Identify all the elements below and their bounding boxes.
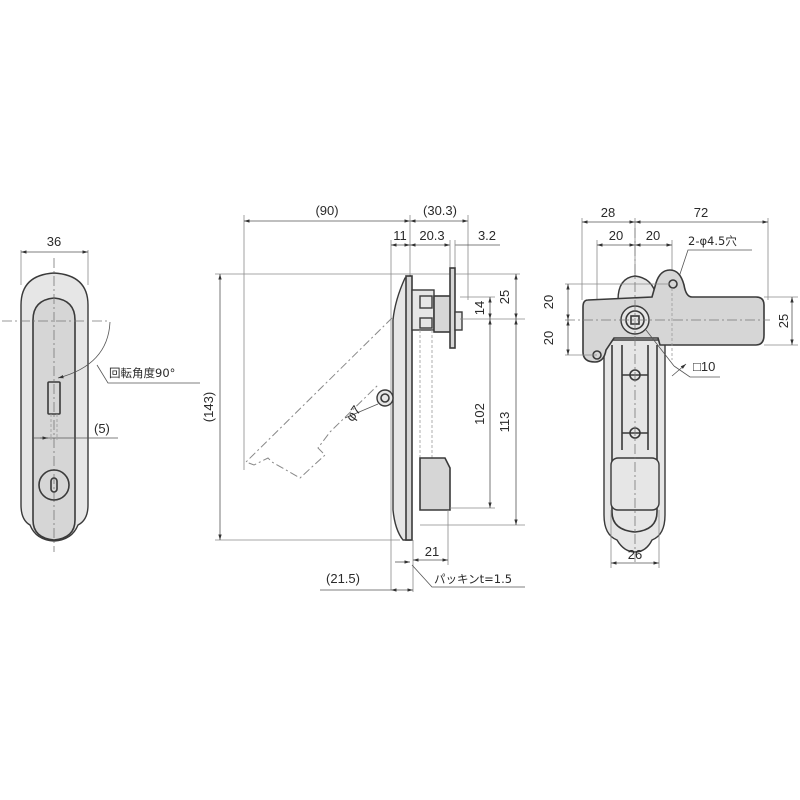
mounting-holes-note: 2-φ4.5穴 [688,234,737,248]
dim-body-inner: 102 [472,403,487,425]
rear-view [565,218,798,568]
front-view [2,250,200,552]
dim-handle-projection: (21.5) [326,571,360,586]
square-shaft-label: □10 [693,359,715,374]
side-view [215,215,525,592]
dim-body-total: 113 [497,412,512,433]
dim-front-width: 36 [47,234,61,249]
rotation-angle-note: 回転角度90° [109,366,175,380]
side-body-bottom [419,457,451,511]
dim-slot-width: (5) [94,421,110,436]
dim-hole-pitch-left: 20 [609,228,623,243]
hinge-pin [376,389,394,407]
front-handle [32,297,76,541]
dim-vert-pitch-bottom: 20 [541,331,556,345]
dim-body-depth: 20.3 [419,228,444,243]
dim-height: (143) [201,392,216,422]
dim-cam-thickness: 3.2 [478,228,496,243]
dim-handle-reach: (90) [315,203,338,218]
dim-total-depth: (30.3) [423,203,457,218]
dim-vert-pitch-top: 20 [541,295,556,309]
dim-bottom-depth: 21 [425,544,439,559]
dim-body-width: 26 [628,547,642,562]
dim-cam-width: 25 [776,314,791,328]
phantom-handle-open [245,317,393,479]
cam-lever [582,269,765,363]
keyhole-cylinder [38,469,70,501]
dim-hole-pitch-right: 20 [646,228,660,243]
dim-rear-left-width: 28 [601,205,615,220]
cam-plate [449,267,456,349]
gasket-thickness-note: パッキンt=1.5 [434,572,512,586]
dim-hinge-hole: φ7 [343,403,364,424]
dim-rear-right-width: 72 [694,205,708,220]
dim-flange: 11 [393,228,407,243]
dim-cam-offset-top: 25 [497,290,512,304]
dim-cam-offset: 14 [472,301,487,315]
key-slot [47,381,61,415]
